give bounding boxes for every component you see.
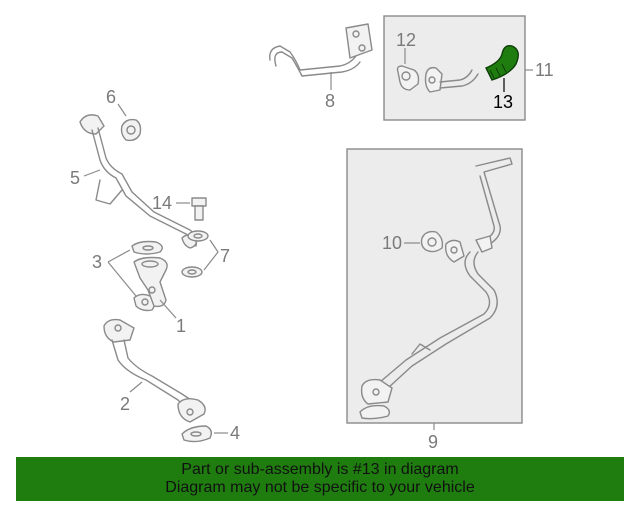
part-1-flange[interactable]: [133, 256, 168, 308]
callout-11[interactable]: 11: [535, 60, 554, 80]
callout-10[interactable]: 10: [382, 233, 402, 253]
callout-1[interactable]: 1: [176, 316, 186, 336]
banner-line-1: Part or sub-assembly is #13 in diagram: [181, 461, 459, 478]
part-6-gasket[interactable]: [120, 118, 142, 142]
callout-12[interactable]: 12: [396, 30, 416, 50]
part-4-gasket[interactable]: [181, 425, 213, 443]
callout-9[interactable]: 9: [428, 432, 438, 452]
callout-2[interactable]: 2: [120, 394, 130, 414]
leader-7: [203, 239, 219, 271]
callout-8[interactable]: 8: [325, 91, 335, 111]
part-8-pipe[interactable]: [269, 23, 373, 77]
callout-4[interactable]: 4: [230, 423, 240, 443]
part-7-gaskets[interactable]: [181, 230, 209, 278]
callout-7[interactable]: 7: [220, 246, 230, 266]
leader-1: [159, 299, 177, 319]
callout-3[interactable]: 3: [92, 252, 102, 272]
part-5-pipe[interactable]: [79, 114, 198, 249]
leader-2: [129, 381, 143, 393]
part-2-pipe[interactable]: [103, 318, 206, 423]
part-13-hose[interactable]: [485, 44, 519, 81]
banner-line-2: Diagram may not be specific to your vehi…: [165, 479, 475, 496]
leader-6: [117, 103, 127, 117]
part-11-pipe[interactable]: [424, 66, 479, 93]
group-box-9: [346, 148, 523, 424]
info-banner: Part or sub-assembly is #13 in diagram D…: [16, 457, 624, 501]
parts-diagram: 8 12 13 11 6 5 14: [70, 15, 554, 452]
leader-3: [107, 249, 137, 297]
callout-5[interactable]: 5: [70, 168, 80, 188]
part-14-bolt[interactable]: [191, 197, 207, 221]
part-12-gasket[interactable]: [396, 65, 420, 91]
part-9-pipe[interactable]: [359, 157, 513, 420]
callout-14[interactable]: 14: [152, 193, 172, 213]
callout-6[interactable]: 6: [106, 87, 116, 107]
leader-5: [83, 169, 101, 177]
callout-13[interactable]: 13: [493, 92, 513, 112]
part-10-gasket[interactable]: [420, 230, 465, 263]
part-3-gaskets[interactable]: [131, 240, 163, 312]
